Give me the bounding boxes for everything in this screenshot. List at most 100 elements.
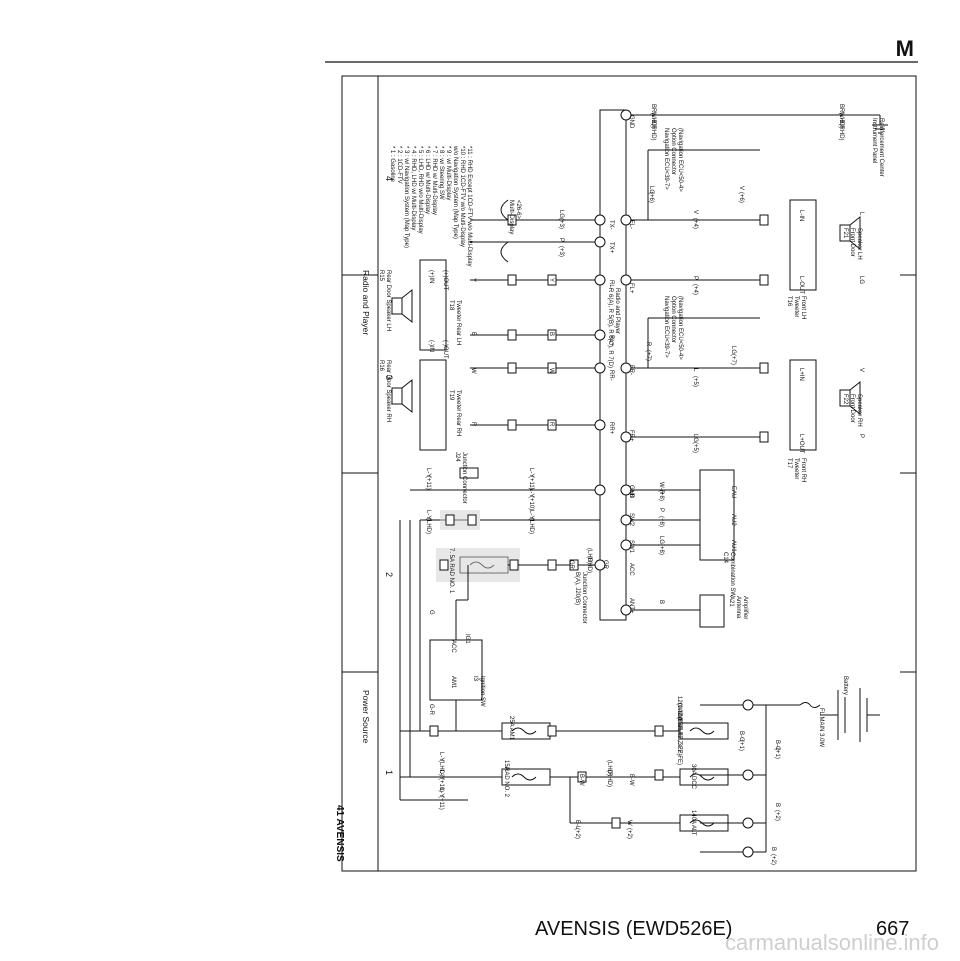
svg-text:Radio and Player: Radio and Player xyxy=(614,288,620,334)
column-2: 2 xyxy=(384,572,394,577)
svg-text:(+8): (+8) xyxy=(658,490,664,501)
svg-text:L+OUT: L+OUT xyxy=(798,434,804,454)
footer-model: AVENSIS (EWD526E) xyxy=(535,918,733,940)
svg-text:(LHD): (LHD) xyxy=(586,548,592,564)
svg-text:Option Connector: Option Connector xyxy=(670,296,676,343)
svg-text:B-G: B-G xyxy=(774,740,780,751)
svg-text:(+6): (+6) xyxy=(738,192,744,203)
svg-text:(+4): (+4) xyxy=(692,218,698,229)
svg-text:P: P xyxy=(692,276,698,280)
svg-text:GND: GND xyxy=(628,115,634,129)
svg-text:V: V xyxy=(738,186,744,190)
svg-text:R: R xyxy=(470,422,476,427)
svg-text:(+5): (+5) xyxy=(692,442,698,453)
svg-text:(+5): (+5) xyxy=(692,376,698,387)
t19-label: T19 xyxy=(448,390,454,401)
notes-block: * 1 : Gasoline * 2 : 1CD-FTV * 3 : w/ Na… xyxy=(389,145,472,267)
svg-text:* 8 : w/ Steering SW: * 8 : w/ Steering SW xyxy=(438,146,444,200)
svg-text:T16: T16 xyxy=(786,296,792,307)
svg-text:Amplifier: Amplifier xyxy=(742,596,748,619)
svg-text:Y: Y xyxy=(470,278,476,282)
svg-text:* 2 : 1CD-FTV: * 2 : 1CD-FTV xyxy=(396,146,402,184)
svg-text:G-R: G-R xyxy=(428,704,434,716)
t16-label: T16 Tweeter Front LH xyxy=(786,296,806,319)
svg-text:*11 : RHD Except 1CD-FTV w/o M: *11 : RHD Except 1CD-FTV w/o Multi-Displ… xyxy=(466,146,472,267)
watermark: carmanualsonline.info xyxy=(725,930,940,955)
r15-label: R15 xyxy=(378,270,384,282)
svg-text:Rear Door Speaker RH: Rear Door Speaker RH xyxy=(385,360,391,422)
svg-text:R: R xyxy=(548,422,554,427)
svg-text:120A ALT: 120A ALT xyxy=(676,696,682,722)
svg-text:AU2: AU2 xyxy=(730,514,736,526)
svg-text:Tweeter: Tweeter xyxy=(793,296,799,317)
svg-text:(LHD): (LHD) xyxy=(438,760,444,776)
wire-labels: B-G (+1) B-G (+1) B (+2) B (+2) B-W B-W … xyxy=(425,104,864,865)
svg-text:W-B(RHD): W-B(RHD) xyxy=(838,112,844,141)
svg-text:*10 : RHD 1CD-FTV w/o Multi-Di: *10 : RHD 1CD-FTV w/o Multi-Display xyxy=(459,146,465,247)
j24-label: J24 xyxy=(454,452,460,462)
svg-text:100A ALT: 100A ALT xyxy=(676,710,682,736)
alt140-label: 140A ALT xyxy=(690,810,696,836)
svg-text:ACC: ACC xyxy=(450,640,456,653)
svg-text:RL-: RL- xyxy=(608,280,614,290)
svg-text:LG: LG xyxy=(692,434,698,442)
dcc-label: 30A DCC xyxy=(690,764,696,790)
svg-text:* 1 : Gasoline: * 1 : Gasoline xyxy=(389,146,395,183)
svg-text:AU1: AU1 xyxy=(730,540,736,552)
svg-text:LG: LG xyxy=(648,186,654,194)
svg-text:(+2): (+2) xyxy=(774,810,780,821)
ground-label: Instrument Panel xyxy=(871,118,877,163)
svg-text:(+8): (+8) xyxy=(658,544,664,555)
svg-text:F22: F22 xyxy=(842,394,848,405)
svg-text:(+1): (+1) xyxy=(774,748,780,759)
svg-text:Navigation ECU<39-7>: Navigation ECU<39-7> xyxy=(663,128,669,190)
radio-terminals: ANT+ ACC +B SW1 SW2 GND FR+ FR- RR+ RR- … xyxy=(608,115,634,614)
svg-text:Y: Y xyxy=(548,278,554,282)
svg-text:R: R xyxy=(645,342,651,347)
r16-label: R16 xyxy=(378,360,384,372)
svg-text:w/o Navigation System (Map Typ: w/o Navigation System (Map Type) xyxy=(452,145,458,239)
j20-label: B(A), J20(B) xyxy=(574,572,580,605)
svg-text:(LHD): (LHD) xyxy=(606,760,612,776)
header-radio-player: Radio and Player xyxy=(361,270,371,335)
svg-text:W: W xyxy=(548,368,554,374)
svg-text:(+3): (+3) xyxy=(558,218,564,229)
svg-text:(+2): (+2) xyxy=(770,854,776,865)
svg-text:ACC: ACC xyxy=(628,563,634,576)
svg-text:L: L xyxy=(692,368,698,372)
svg-text:(LHD): (LHD) xyxy=(528,518,534,534)
svg-text:ANT+: ANT+ xyxy=(628,598,634,614)
svg-text:(Navigation ECU<50-4>: (Navigation ECU<50-4> xyxy=(677,296,683,360)
svg-text:L-Y: L-Y xyxy=(438,770,444,779)
svg-text:B: B xyxy=(658,600,664,604)
svg-text:(+7): (+7) xyxy=(730,354,736,365)
svg-text:L-Y: L-Y xyxy=(438,752,444,761)
battery-label: Battery xyxy=(842,676,848,695)
svg-text:BR(LHD): BR(LHD) xyxy=(838,104,844,128)
svg-text:AM1: AM1 xyxy=(450,676,456,689)
svg-text:L-Y: L-Y xyxy=(528,488,534,497)
t18-label: T18 xyxy=(448,300,454,311)
svg-text:L-IN: L-IN xyxy=(798,210,804,221)
svg-text:LG: LG xyxy=(658,536,664,544)
svg-text:(+8): (+8) xyxy=(658,516,664,527)
svg-text:(+4): (+4) xyxy=(692,284,698,295)
svg-text:T17: T17 xyxy=(786,458,792,469)
radio-label: R 6(A), R 5(B), R 6(C), R 7(D) xyxy=(607,288,613,368)
svg-text:Speaker LH: Speaker LH xyxy=(856,228,862,260)
svg-text:Front Door: Front Door xyxy=(849,228,855,257)
svg-text:(+2): (+2) xyxy=(574,828,580,839)
svg-text:SW2: SW2 xyxy=(628,513,634,527)
nav1-label: Navigation ECU<39-7> Option Connector (N… xyxy=(663,128,683,192)
svg-text:F21: F21 xyxy=(842,228,848,239)
svg-text:(+2): (+2) xyxy=(626,828,632,839)
svg-text:* 5 : LHD, RHD w/o Multi-Displ: * 5 : LHD, RHD w/o Multi-Display xyxy=(417,146,423,234)
svg-text:* 6 : LHD w/ Multi-Display: * 6 : LHD w/ Multi-Display xyxy=(424,146,430,214)
svg-text:<26-6>: <26-6> xyxy=(515,200,521,220)
svg-text:(+)IN: (+)IN xyxy=(428,270,434,284)
svg-text:GR: GR xyxy=(568,560,574,570)
page-number: 667 xyxy=(876,918,910,940)
section-letter: M xyxy=(895,36,914,61)
